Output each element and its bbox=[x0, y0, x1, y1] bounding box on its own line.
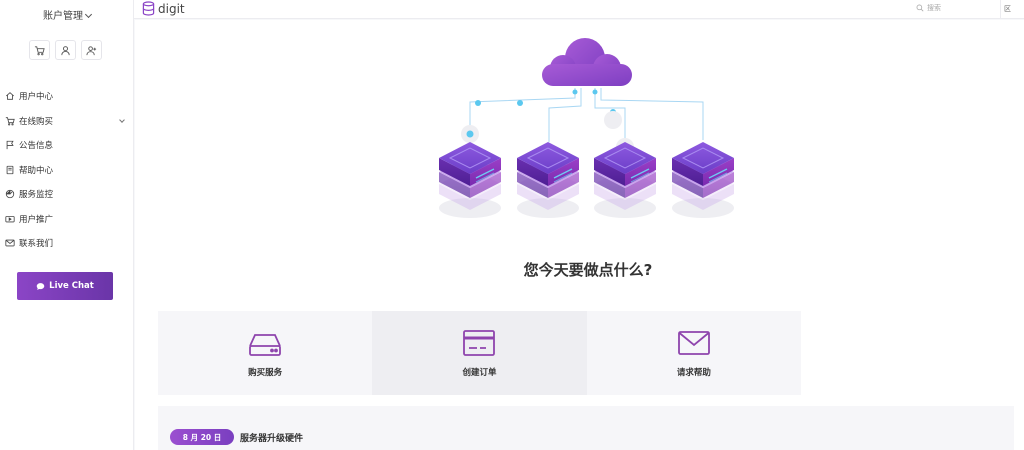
chevron-down-icon bbox=[119, 116, 125, 123]
database-icon bbox=[142, 1, 155, 16]
top-bar: digit 搜索 区 bbox=[134, 0, 1024, 19]
sidebar-item-contact-us[interactable]: 联系我们 bbox=[0, 231, 134, 256]
cart-button[interactable] bbox=[29, 40, 50, 60]
top-extra-button[interactable]: 区 bbox=[1000, 0, 1024, 19]
sidebar-item-online-purchase[interactable]: 在线购买 bbox=[0, 109, 134, 134]
sidebar-item-label: 用户推广 bbox=[19, 214, 54, 225]
sidebar-item-label: 联系我们 bbox=[19, 239, 54, 250]
sidebar-item-help-center[interactable]: 帮助中心 bbox=[0, 158, 134, 183]
chat-bubble-icon bbox=[36, 282, 45, 290]
date-badge: 8 月 20 日 bbox=[170, 429, 234, 445]
announcement-title[interactable]: 服务器升级硬件 bbox=[240, 434, 304, 444]
mail-icon bbox=[5, 239, 15, 247]
create-order-card[interactable]: 创建订单 bbox=[372, 311, 587, 395]
buy-service-card[interactable]: 购买服务 bbox=[158, 311, 373, 395]
live-chat-button[interactable]: Live Chat bbox=[17, 272, 113, 300]
gauge-icon bbox=[5, 190, 15, 199]
credit-card-icon bbox=[463, 330, 496, 356]
sidebar-item-announcements[interactable]: 公告信息 bbox=[0, 133, 134, 158]
top-extra-label: 区 bbox=[1004, 5, 1011, 13]
card-label: 创建订单 bbox=[462, 368, 497, 378]
sidebar-nav: 用户中心 在线购买 公告信息 帮助中心 服务监控 用户推广 联系我们 bbox=[0, 84, 134, 256]
cloud-servers-illustration bbox=[438, 38, 735, 219]
sidebar-item-label: 帮助中心 bbox=[19, 165, 54, 176]
main-content: 您今天要做点什么? 购买服务 创建订单 请求帮助 8 月 20 日 服务器升级硬… bbox=[135, 20, 1024, 450]
sidebar-item-label: 在线购买 bbox=[19, 116, 54, 127]
chevron-down-icon bbox=[84, 10, 93, 19]
profile-button[interactable] bbox=[55, 40, 76, 60]
envelope-icon bbox=[677, 331, 710, 355]
sidebar-item-service-monitor[interactable]: 服务监控 bbox=[0, 182, 134, 207]
sidebar-item-user-center[interactable]: 用户中心 bbox=[0, 84, 134, 109]
sidebar-item-label: 服务监控 bbox=[19, 190, 54, 201]
cart-icon bbox=[34, 45, 45, 55]
user-icon bbox=[61, 45, 70, 55]
page-headline: 您今天要做点什么? bbox=[523, 261, 653, 279]
share-icon bbox=[5, 215, 15, 223]
book-icon bbox=[6, 165, 14, 174]
request-help-card[interactable]: 请求帮助 bbox=[586, 311, 801, 395]
live-chat-label: Live Chat bbox=[49, 281, 94, 291]
action-cards: 购买服务 创建订单 请求帮助 bbox=[158, 311, 801, 395]
search-placeholder: 搜索 bbox=[927, 4, 941, 12]
sidebar: 账户管理 用户中心 在线购买 公 bbox=[0, 0, 134, 450]
sidebar-item-user-promotion[interactable]: 用户推广 bbox=[0, 207, 134, 232]
logo[interactable]: digit bbox=[142, 1, 185, 16]
logo-text: digit bbox=[158, 1, 185, 16]
search-icon bbox=[916, 4, 924, 12]
announcement-item[interactable]: 8 月 20 日 服务器升级硬件 bbox=[158, 406, 1014, 450]
home-icon bbox=[5, 92, 15, 100]
sidebar-item-label: 用户中心 bbox=[19, 92, 54, 103]
add-user-icon bbox=[86, 45, 97, 55]
flag-icon bbox=[6, 141, 14, 150]
add-user-button[interactable] bbox=[81, 40, 102, 60]
card-label: 购买服务 bbox=[248, 368, 283, 378]
card-label: 请求帮助 bbox=[676, 368, 711, 378]
account-menu-label: 账户管理 bbox=[43, 11, 83, 22]
server-icon bbox=[249, 334, 282, 356]
account-menu[interactable]: 账户管理 bbox=[0, 7, 134, 22]
cart-icon bbox=[5, 117, 15, 126]
sidebar-item-label: 公告信息 bbox=[19, 141, 54, 152]
quick-actions bbox=[29, 40, 102, 60]
search-box[interactable]: 搜索 bbox=[916, 3, 941, 13]
